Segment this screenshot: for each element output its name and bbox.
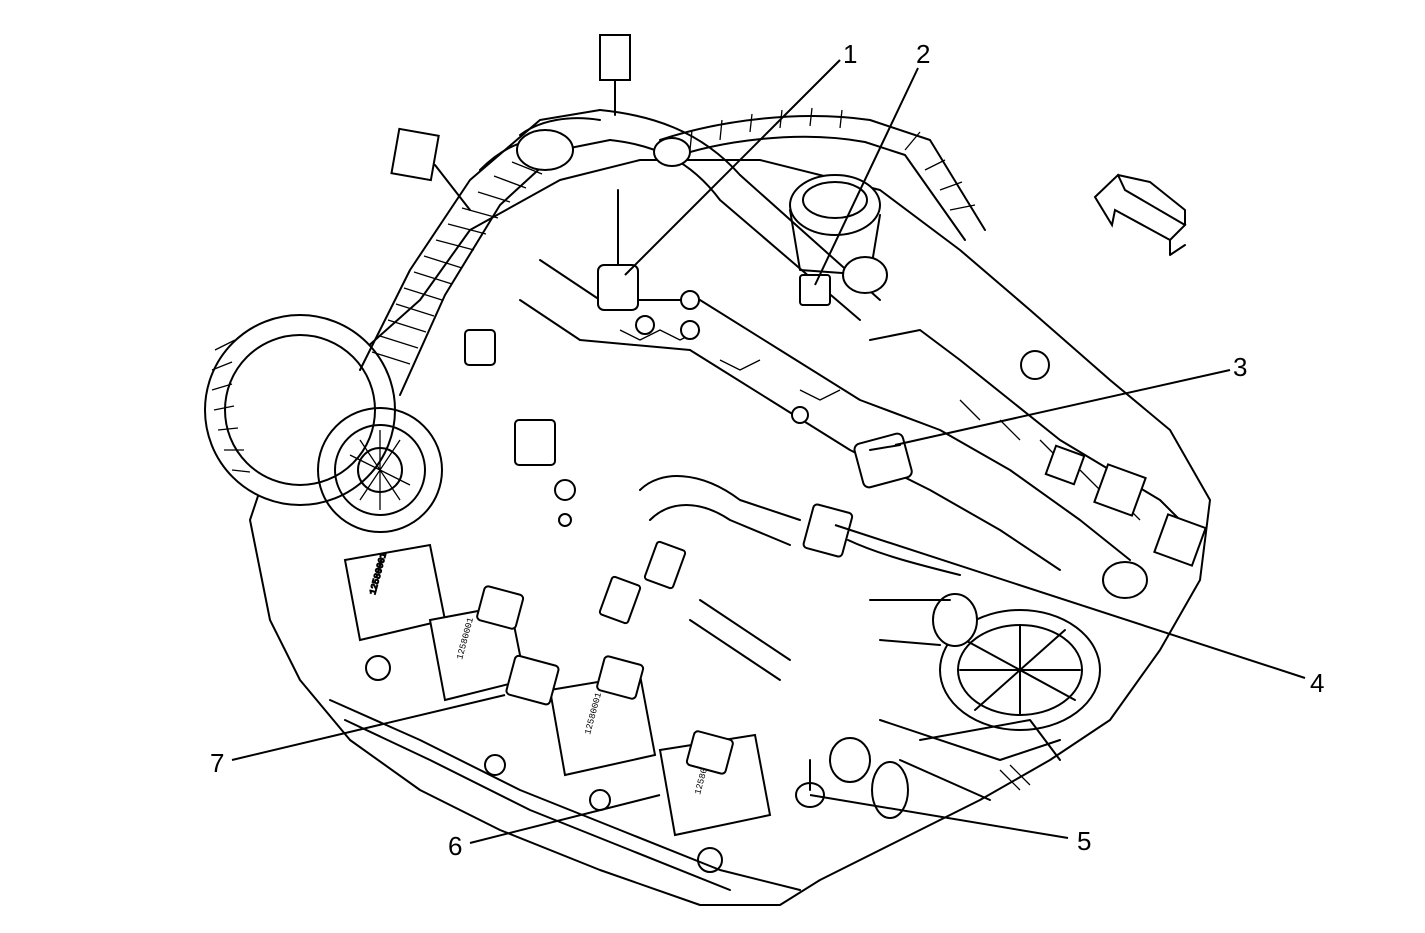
sensor-5 (795, 737, 909, 819)
callout-5: 5 (1077, 826, 1091, 856)
center-harness (464, 274, 831, 681)
throttle-body (869, 561, 1148, 731)
filler-cap (789, 174, 888, 294)
leader-1 (624, 59, 841, 276)
callout-7: 7 (210, 748, 224, 778)
intake-manifold (519, 189, 1131, 571)
connector-4 (802, 503, 961, 576)
leader-6 (469, 794, 661, 844)
callout-2: 2 (916, 39, 930, 69)
callout-3: 3 (1233, 352, 1247, 382)
alternator (204, 314, 443, 533)
side-connector-left (390, 127, 471, 211)
callout-6: 6 (448, 831, 462, 861)
leader-5 (809, 794, 1069, 839)
callout-leaders (231, 59, 1306, 844)
coil-3: 12580001 (548, 673, 657, 811)
sensor-3 (853, 432, 913, 489)
leader-4 (834, 524, 1306, 679)
ignition-coils-left: 12580001 12580001 12580001 12580001 (329, 543, 801, 891)
upper-harness (479, 34, 986, 321)
leader-7 (231, 694, 506, 761)
engine-illustration: 12580001 12580001 12580001 12580001 (204, 34, 1211, 906)
leader-3 (894, 369, 1231, 446)
harness-conduit-left (359, 109, 611, 396)
right-bank (869, 329, 1207, 567)
direction-arrow-icon (1093, 173, 1187, 256)
callout-1: 1 (843, 39, 857, 69)
coil-1: 12580001 (343, 543, 447, 681)
callout-4: 4 (1310, 668, 1324, 698)
coil-2: 12580001 (428, 603, 527, 776)
lower-pipes (879, 719, 1061, 801)
leader-2 (814, 67, 919, 286)
callout-labels: 1 2 3 4 5 6 7 (210, 39, 1324, 861)
